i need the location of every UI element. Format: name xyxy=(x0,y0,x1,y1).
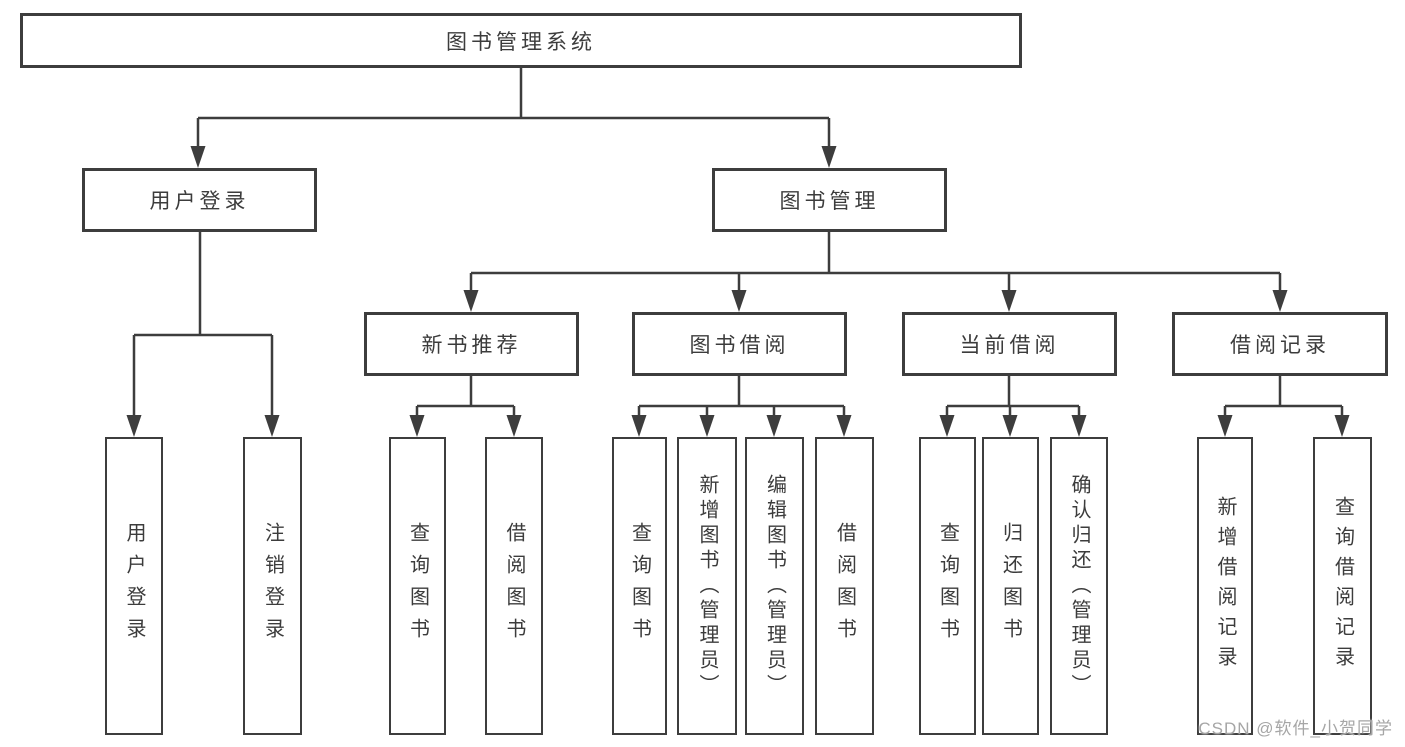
node-leaf-query-books-current: 查询图书 xyxy=(919,437,976,735)
node-library-management-system: 图书管理系统 xyxy=(20,13,1022,68)
arrowheads-records-children xyxy=(1217,415,1350,437)
node-leaf-add-borrow-record: 新增借阅记录 xyxy=(1197,437,1253,735)
node-book-management: 图书管理 xyxy=(712,168,947,232)
connector-records-children xyxy=(1223,376,1344,416)
node-leaf-edit-book-admin: 编辑图书（管理员） xyxy=(745,437,804,735)
arrowheads-borrow-children xyxy=(631,415,852,437)
node-leaf-confirm-return-admin: 确认归还（管理员） xyxy=(1050,437,1108,735)
arrowheads-level2 xyxy=(190,146,837,168)
node-borrowing-records: 借阅记录 xyxy=(1172,312,1388,376)
connector-borrow-children xyxy=(637,376,846,416)
arrowheads-recommend-children xyxy=(409,415,522,437)
arrowheads-current-children xyxy=(939,415,1087,437)
node-leaf-query-books-borrow: 查询图书 xyxy=(612,437,667,735)
csdn-watermark: CSDN @软件_小贺同学 xyxy=(1198,719,1393,738)
connector-user-login-children xyxy=(132,232,274,416)
arrowheads-user-login-children xyxy=(126,415,280,437)
node-leaf-return-book: 归还图书 xyxy=(982,437,1039,735)
connector-root-to-level2 xyxy=(196,68,831,147)
node-leaf-query-borrow-record: 查询借阅记录 xyxy=(1313,437,1372,735)
connector-book-management-to-level3 xyxy=(469,232,1282,291)
connector-recommend-children xyxy=(415,376,516,416)
node-new-book-recommend: 新书推荐 xyxy=(364,312,579,376)
node-current-borrowing: 当前借阅 xyxy=(902,312,1117,376)
node-leaf-query-books-recommend: 查询图书 xyxy=(389,437,446,735)
connector-current-children xyxy=(945,376,1081,416)
node-book-borrowing: 图书借阅 xyxy=(632,312,847,376)
node-leaf-logout: 注销登录 xyxy=(243,437,302,735)
node-leaf-borrow-books: 借阅图书 xyxy=(815,437,874,735)
arrowheads-level3 xyxy=(463,290,1288,312)
node-leaf-user-login: 用户登录 xyxy=(105,437,163,735)
node-user-login: 用户登录 xyxy=(82,168,317,232)
node-leaf-add-book-admin: 新增图书（管理员） xyxy=(677,437,737,735)
node-leaf-borrow-books-recommend: 借阅图书 xyxy=(485,437,543,735)
